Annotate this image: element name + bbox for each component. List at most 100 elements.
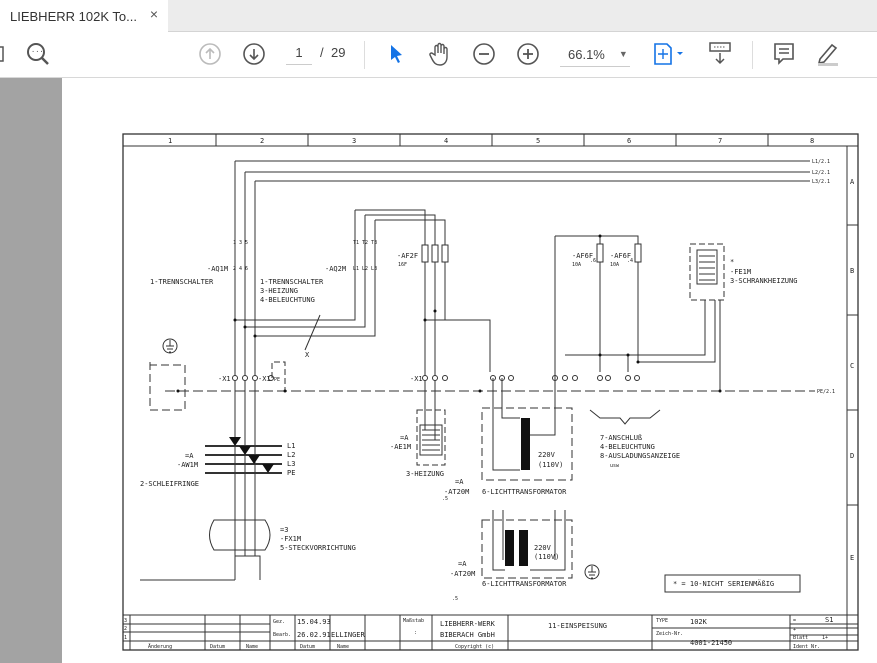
trafo-eq: =A bbox=[458, 560, 467, 568]
rail-label: L3 bbox=[287, 460, 295, 468]
total-pages: 29 bbox=[331, 45, 346, 60]
fuse-rating: 16F bbox=[398, 262, 407, 268]
aq1m-label: -AQ1M bbox=[207, 265, 228, 273]
fuse-pin: .4 bbox=[627, 258, 633, 264]
type-value: 102K bbox=[690, 618, 708, 626]
pe-label: PE/2.1 bbox=[817, 389, 835, 395]
gez-label: Gez. bbox=[273, 619, 285, 625]
zoom-in-icon[interactable] bbox=[514, 40, 542, 68]
trafo-label: -AT20M bbox=[444, 488, 469, 496]
tab-bar: LIEBHERR 102K To... × bbox=[0, 0, 877, 32]
aq2m-desc: 4-BELEUCHTUNG bbox=[260, 296, 315, 304]
voltage-label: (110V) bbox=[538, 461, 563, 469]
row-letter: A bbox=[850, 178, 855, 186]
af6f-label: -AF6F bbox=[572, 252, 593, 260]
rev-header: Datum bbox=[210, 644, 225, 650]
chevron-down-icon: ▼ bbox=[618, 49, 628, 59]
comment-icon[interactable] bbox=[770, 40, 798, 68]
fuse-pin: .6 bbox=[590, 258, 596, 264]
page-icon[interactable] bbox=[0, 40, 8, 68]
select-arrow-icon[interactable] bbox=[384, 40, 408, 68]
terminal-label: -X1 bbox=[410, 375, 423, 383]
fe1m-label: -FE1M bbox=[730, 268, 751, 276]
divider bbox=[364, 41, 365, 69]
group-desc: 8-AUSLADUNGSANZEIGE bbox=[600, 452, 680, 460]
legend-note: * = 10-NICHT SERIENMÄßIG bbox=[673, 579, 774, 588]
aw1m-eq: =A bbox=[185, 452, 194, 460]
zoom-value: 66.1% bbox=[568, 46, 605, 62]
bearb-name: ELLINGER bbox=[331, 631, 366, 639]
column-number: 5 bbox=[536, 137, 540, 145]
scale-label: Maßstab bbox=[403, 618, 424, 624]
column-number: 4 bbox=[444, 137, 448, 145]
row-letter: E bbox=[850, 554, 854, 562]
document-viewer: 1 2 3 4 5 6 7 8 A B C D E L1/2.1 L2/2.1 … bbox=[0, 78, 877, 663]
trafo-eq: =A bbox=[455, 478, 464, 486]
column-number: 7 bbox=[718, 137, 722, 145]
hand-icon[interactable] bbox=[426, 40, 454, 68]
sheet-title: 11-EINSPEISUNG bbox=[548, 622, 607, 630]
previous-page-icon[interactable] bbox=[196, 40, 224, 68]
terminal-label: -X1 bbox=[258, 375, 271, 383]
ae1m-eq: =A bbox=[400, 434, 409, 442]
sub-label: .5 bbox=[442, 496, 448, 502]
trafo-desc: 6-LICHTTRANSFORMATOR bbox=[482, 488, 567, 496]
sub-label: .5 bbox=[452, 596, 458, 602]
next-page-icon[interactable] bbox=[240, 40, 268, 68]
fe1m-mark: * bbox=[730, 258, 734, 266]
aw1m-label: -AW1M bbox=[177, 461, 198, 469]
sheet-label: Blatt bbox=[793, 635, 808, 641]
zoom-out-icon[interactable] bbox=[470, 40, 498, 68]
ident-label: Ident Nr. bbox=[793, 644, 820, 650]
voltage-label: 220V bbox=[534, 544, 552, 552]
toolbar: ··· 1 / 29 66.1% ▼ bbox=[0, 32, 877, 78]
fx1m-eq: =3 bbox=[280, 526, 288, 534]
fit-page-icon[interactable] bbox=[652, 40, 686, 68]
fuse-rating: 10A bbox=[572, 262, 581, 268]
document-tab[interactable]: LIEBHERR 102K To... × bbox=[0, 0, 168, 32]
trafo-label: -AT20M bbox=[450, 570, 475, 578]
bus-label: L3/2.1 bbox=[812, 179, 830, 185]
scroll-mode-icon[interactable] bbox=[706, 40, 734, 68]
af2f-label: -AF2F bbox=[397, 252, 418, 260]
row-letter: B bbox=[850, 267, 854, 275]
voltage-label: (110V) bbox=[534, 553, 559, 561]
row-letter: D bbox=[850, 452, 854, 460]
gez-date: 15.04.93 bbox=[297, 618, 331, 626]
sheet-s: S1 bbox=[825, 616, 833, 624]
rev-index: 2 bbox=[124, 626, 127, 632]
page-number-input[interactable]: 1 bbox=[286, 45, 312, 65]
pin-labels: T1 T2 T3 bbox=[353, 240, 377, 246]
af6f-label: -AF6F bbox=[610, 252, 631, 260]
viewer-background bbox=[0, 78, 62, 663]
scale-value: : bbox=[414, 630, 417, 636]
schematic-page: 1 2 3 4 5 6 7 8 A B C D E L1/2.1 L2/2.1 … bbox=[62, 78, 877, 663]
aq1m-desc: 1-TRENNSCHALTER bbox=[150, 278, 214, 286]
bus-label: L2/2.1 bbox=[812, 170, 830, 176]
rev-index: 3 bbox=[124, 618, 127, 624]
zoom-select[interactable]: 66.1% ▼ bbox=[560, 42, 630, 67]
bearb-date: 26.02.91 bbox=[297, 631, 331, 639]
rail-label: L2 bbox=[287, 451, 295, 459]
close-tab-icon[interactable]: × bbox=[149, 6, 158, 22]
highlight-pen-icon[interactable] bbox=[812, 40, 842, 68]
aq2m-desc: 1-TRENNSCHALTER bbox=[260, 278, 324, 286]
x-mark: X bbox=[305, 351, 310, 359]
terminal-label: -X1 bbox=[218, 375, 231, 383]
name-label: Name bbox=[337, 644, 349, 650]
column-number: 6 bbox=[627, 137, 631, 145]
pin-labels: 2 4 6 bbox=[233, 266, 248, 272]
drawing-no-label: Zeich-Nr. bbox=[656, 631, 683, 637]
trafo-desc: 6-LICHTTRANSFORMATOR bbox=[482, 580, 567, 588]
column-number: 2 bbox=[260, 137, 264, 145]
search-icon[interactable]: ··· bbox=[24, 40, 52, 68]
ae1m-label: -AE1M bbox=[390, 443, 411, 451]
drawing-no: 4001-21450 bbox=[690, 639, 732, 647]
copyright: Copyright (c) bbox=[455, 644, 494, 650]
aq2m-label: -AQ2M bbox=[325, 265, 346, 273]
fe1m-desc: 3-SCHRANKHEIZUNG bbox=[730, 277, 797, 285]
voltage-label: 220V bbox=[538, 451, 556, 459]
bus-label: L1/2.1 bbox=[812, 159, 830, 165]
aw1m-desc: 2-SCHLEIFRINGE bbox=[140, 480, 199, 488]
rail-label: L1 bbox=[287, 442, 295, 450]
